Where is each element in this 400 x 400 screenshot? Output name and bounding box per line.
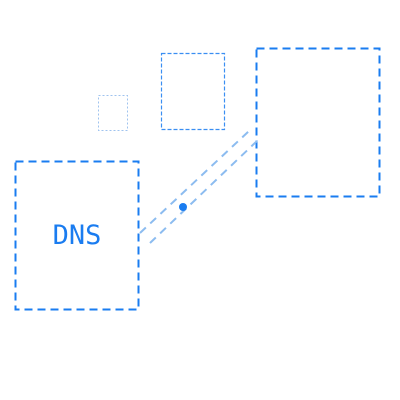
large-dashed-box <box>255 47 381 198</box>
connector-line-upper <box>139 130 250 234</box>
connector-line-lower <box>149 140 258 244</box>
medium-dashed-box <box>160 52 226 131</box>
dns-box <box>14 160 140 311</box>
small-dotted-box <box>98 95 128 131</box>
connector-dot <box>179 203 187 211</box>
